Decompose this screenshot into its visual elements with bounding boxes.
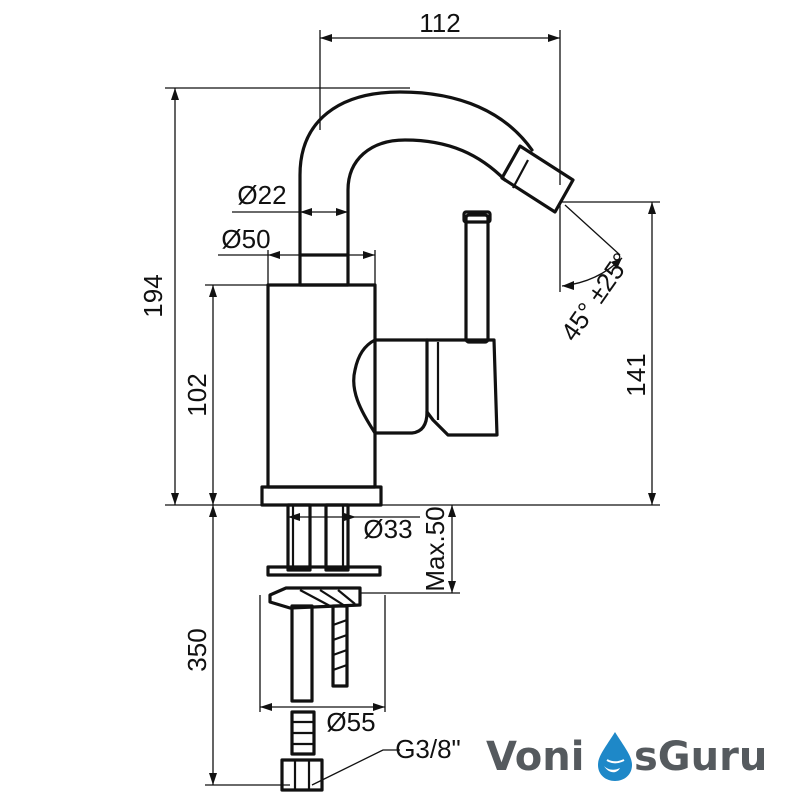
- dim-width-112: 112: [419, 8, 460, 38]
- dimension-lines: [165, 30, 660, 786]
- logo-text-part2: sGuru: [634, 734, 767, 780]
- dim-thread: G3/8": [395, 734, 461, 764]
- dim-diameter-22: Ø22: [237, 180, 286, 210]
- dim-diameter-55: Ø55: [326, 707, 375, 737]
- dim-angle: 45° ±25°: [555, 247, 637, 346]
- water-drop-icon: [598, 732, 632, 781]
- arrowheads: [171, 34, 656, 785]
- mounting-hardware: [266, 503, 382, 792]
- brand-logo: Voni sGuru: [486, 732, 767, 781]
- dim-height-194: 194: [138, 274, 168, 317]
- dim-height-350: 350: [182, 628, 212, 671]
- dim-max-50: Max.50: [420, 506, 450, 591]
- logo-text-part1: Voni: [486, 734, 584, 780]
- dim-diameter-50: Ø50: [221, 224, 270, 254]
- dim-height-102: 102: [182, 373, 212, 416]
- dim-height-141: 141: [621, 353, 651, 396]
- dim-diameter-33: Ø33: [363, 514, 412, 544]
- faucet-body: [260, 90, 575, 507]
